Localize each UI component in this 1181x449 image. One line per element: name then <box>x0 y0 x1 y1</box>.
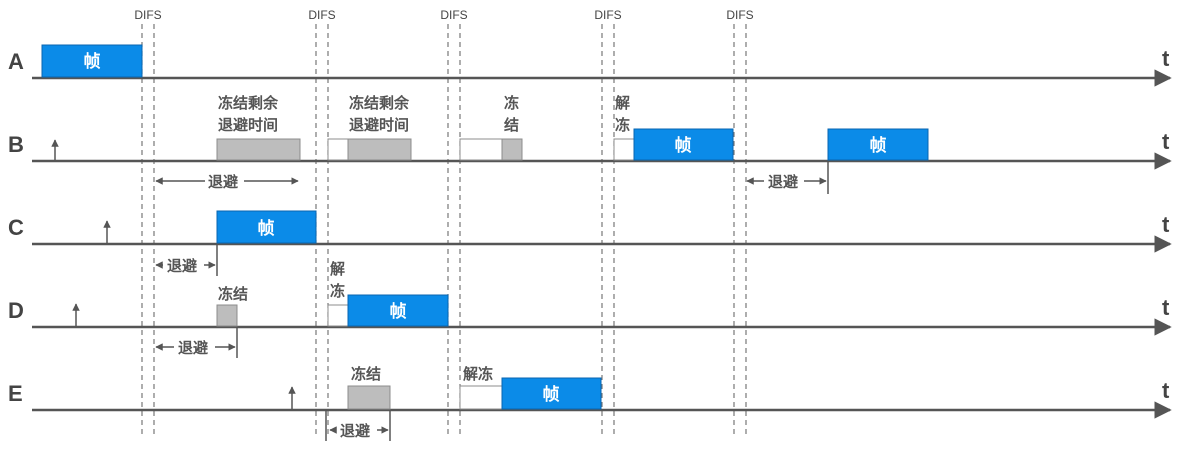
unfreeze-char-top: 解 <box>330 260 345 278</box>
frame-block <box>216 210 317 244</box>
frame-block <box>41 44 143 78</box>
remaining-backoff-block <box>327 304 349 327</box>
backoff-label: 退避 <box>208 173 238 191</box>
difs-label: DIFS <box>594 8 621 22</box>
station-label: B <box>8 132 24 157</box>
frame-block <box>501 377 602 410</box>
remaining-backoff-block <box>459 385 503 410</box>
frame-label: 帧 <box>543 384 560 405</box>
difs-label: DIFS <box>726 8 753 22</box>
unfreeze-char-top: 解 <box>615 94 630 112</box>
frame-block <box>347 294 449 327</box>
freeze-label: 冻结 <box>218 285 248 303</box>
axis-end-label: t <box>1162 295 1170 320</box>
elapsed-backoff-block <box>459 138 503 161</box>
frame-label: 帧 <box>675 135 692 156</box>
frame-label: 帧 <box>870 135 887 156</box>
freeze-remaining-label: 退避时间 <box>349 116 409 134</box>
axis-end-label: t <box>1162 378 1170 403</box>
axis-end-label: t <box>1162 212 1170 237</box>
backoff-label: 退避 <box>178 339 208 357</box>
remaining-backoff-block <box>216 304 238 327</box>
freeze-char-top: 冻 <box>504 94 519 112</box>
frame-block <box>827 128 929 161</box>
backoff-label: 退避 <box>340 422 370 440</box>
freeze-remaining-label: 冻结剩余 <box>349 94 410 112</box>
difs-label: DIFS <box>134 8 161 22</box>
station-label: C <box>8 215 24 240</box>
unfreeze-char-bottom: 冻 <box>330 282 345 300</box>
station-e-row: E t 冻结 解冻 帧 退避 <box>8 365 1172 441</box>
elapsed-backoff-block <box>327 138 349 161</box>
backoff-label: 退避 <box>768 173 798 191</box>
station-a-row: A t 帧 <box>8 44 1172 87</box>
station-c-row: C t 帧 退避 <box>8 210 1172 276</box>
backoff-label: 退避 <box>167 257 197 275</box>
remaining-backoff-block <box>347 138 412 161</box>
freeze-char-bottom: 结 <box>504 116 519 134</box>
frame-block <box>633 128 734 161</box>
unfreeze-char-bottom: 冻 <box>615 116 630 134</box>
station-label: A <box>8 49 24 74</box>
frame-label: 帧 <box>390 301 407 322</box>
station-label: E <box>8 381 23 406</box>
unfreeze-label: 解冻 <box>463 365 493 383</box>
frame-label: 帧 <box>84 51 101 72</box>
freeze-label: 冻结 <box>351 365 381 383</box>
freeze-remaining-label: 退避时间 <box>218 116 278 134</box>
freeze-remaining-label: 冻结剩余 <box>218 94 279 112</box>
remaining-backoff-block <box>501 138 523 161</box>
difs-markers: DIFS DIFS DIFS DIFS DIFS <box>134 8 754 438</box>
station-b-row: B t 冻结剩余 退避时间 冻结剩余 退避时间 冻 结 解 冻 帧 帧 退避 退… <box>8 94 1172 194</box>
frame-label: 帧 <box>258 218 275 239</box>
difs-label: DIFS <box>440 8 467 22</box>
station-d-row: D t 冻结 解 冻 帧 退避 <box>8 260 1172 358</box>
axis-end-label: t <box>1162 46 1170 71</box>
remaining-backoff-block <box>216 138 301 161</box>
remaining-backoff-block <box>613 138 635 161</box>
station-label: D <box>8 298 24 323</box>
axis-end-label: t <box>1162 129 1170 154</box>
difs-label: DIFS <box>308 8 335 22</box>
remaining-backoff-block <box>347 385 391 410</box>
